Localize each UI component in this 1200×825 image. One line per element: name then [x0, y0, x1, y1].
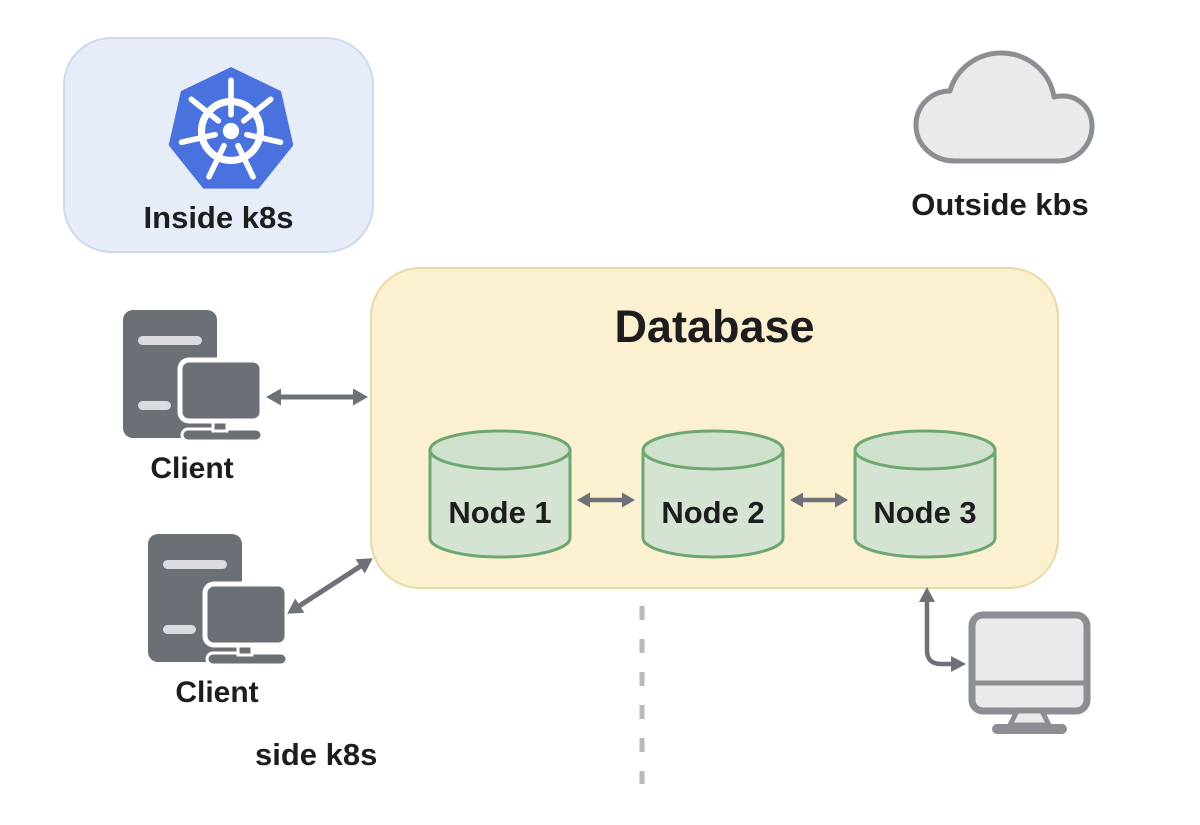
database-node-3: Node 3	[851, 426, 999, 562]
node2-node3-arrow	[790, 492, 848, 508]
database-node-1: Node 1	[426, 426, 574, 562]
inside-k8s-card: Inside k8s	[63, 37, 374, 253]
client2-database-arrow	[287, 558, 373, 614]
kubernetes-logo-icon	[168, 67, 294, 189]
database-cylinder-icon	[428, 429, 572, 559]
database-cylinder-icon	[641, 429, 785, 559]
client-workstation-icon	[123, 310, 265, 443]
client1-database-arrow	[266, 388, 368, 406]
database-box: Database Node 1 Node 2	[370, 267, 1059, 589]
node-2-label: Node 2	[661, 495, 765, 530]
database-title: Database	[614, 301, 815, 352]
cloud-icon	[913, 50, 1095, 164]
desktop-monitor-icon	[968, 611, 1091, 734]
inside-k8s-label: Inside k8s	[143, 199, 294, 235]
database-cylinder-icon	[853, 429, 997, 559]
node-3-label: Node 3	[873, 495, 977, 530]
database-node-2: Node 2	[639, 426, 787, 562]
node1-node2-arrow	[577, 492, 635, 508]
side-k8s-label: side k8s	[255, 737, 378, 772]
outside-kbs-label: Outside kbs	[911, 187, 1089, 222]
client-2-label: Client	[175, 676, 259, 709]
dashed-divider-line	[639, 606, 645, 784]
database-monitor-elbow-arrow	[919, 587, 966, 672]
node-1-label: Node 1	[448, 495, 552, 530]
client-workstation-icon	[148, 534, 290, 667]
client-1-label: Client	[150, 452, 234, 485]
